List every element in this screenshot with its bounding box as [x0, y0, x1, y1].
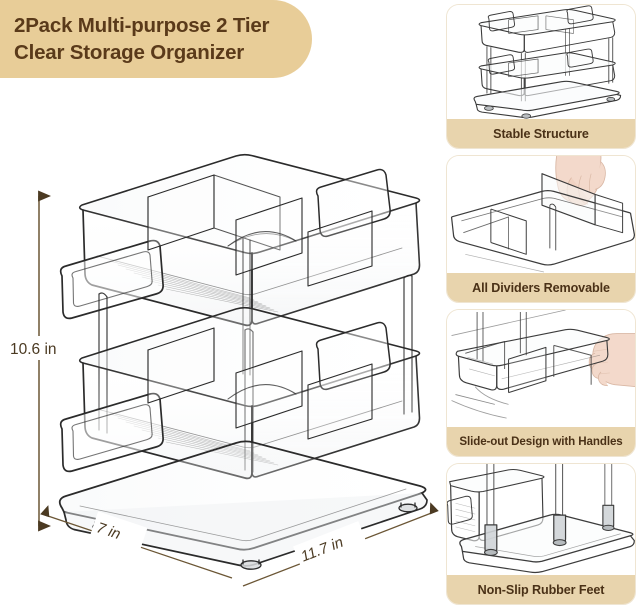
feature-card-slide-out-design[interactable]: Slide-out Design with Handles: [446, 309, 636, 457]
dimension-depth-label: 7 in: [94, 519, 122, 543]
organizer-line-art: [58, 153, 428, 570]
title-banner: 2Pack Multi-purpose 2 Tier Clear Storage…: [0, 0, 312, 78]
rubber-foot-icon: [447, 464, 635, 575]
hand-pulling-drawer-icon: [447, 310, 635, 427]
dimension-height-label: 10.6 in: [10, 341, 57, 358]
feature-card-stable-structure[interactable]: Stable Structure: [446, 4, 636, 149]
feature-label-dividers-removable: All Dividers Removable: [447, 273, 635, 302]
rubber-foot-detail: [483, 504, 615, 556]
feature-card-dividers-removable[interactable]: All Dividers Removable: [446, 155, 636, 303]
feature-card-rubber-feet[interactable]: Non-Slip Rubber Feet: [446, 463, 636, 605]
dimension-annotations: 10.6 in 7 in 11.7 in: [8, 190, 439, 587]
dimension-height: 10.6 in: [8, 190, 78, 532]
two-tier-rack-icon: [447, 5, 635, 119]
hand-lifting-divider-icon: [447, 156, 635, 273]
feature-label-stable-structure: Stable Structure: [447, 119, 635, 148]
title-line-1: 2Pack Multi-purpose 2 Tier: [14, 13, 270, 37]
dimension-width: 11.7 in: [242, 502, 439, 587]
feature-label-slide-out-design: Slide-out Design with Handles: [447, 427, 635, 456]
feature-cards: Stable Structure: [446, 4, 638, 605]
product-illustration: 10.6 in 7 in 11.7 in: [0, 78, 448, 609]
title-line-2: Clear Storage Organizer: [14, 41, 245, 64]
dimension-depth: 7 in: [40, 505, 233, 579]
feature-label-rubber-feet: Non-Slip Rubber Feet: [447, 575, 635, 604]
